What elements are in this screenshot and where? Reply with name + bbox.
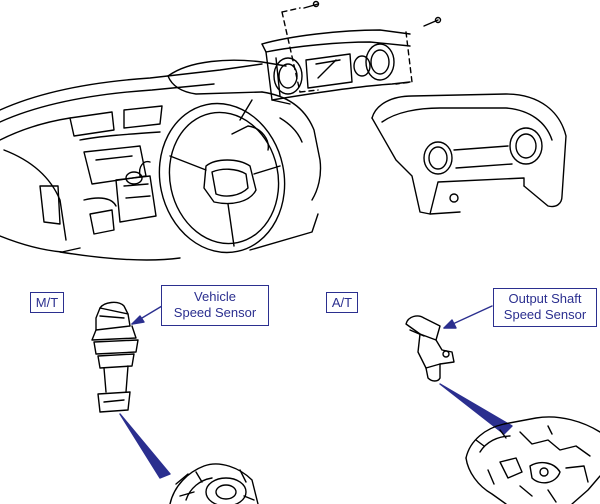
instrument-cluster-illustration (261, 0, 442, 105)
automatic-transmission-illustration (465, 416, 600, 504)
output-shaft-speed-sensor-label-line-2: Speed Sensor (503, 307, 587, 322)
output-shaft-speed-sensor-label-line-1: Output Shaft (508, 291, 582, 306)
cluster-housing-illustration (371, 93, 567, 215)
vehicle-speed-sensor-label: Vehicle Speed Sensor (161, 285, 269, 326)
manual-transmission-illustration (169, 463, 259, 504)
output-shaft-speed-sensor-illustration (405, 305, 513, 435)
vehicle-speed-sensor-label-line-1: Vehicle (194, 289, 236, 304)
output-shaft-speed-sensor-label: Output Shaft Speed Sensor (493, 288, 597, 327)
mt-label-text: M/T (35, 295, 59, 310)
at-label-text: A/T (331, 295, 353, 310)
vehicle-speed-sensor-label-line-2: Speed Sensor (173, 305, 257, 320)
dashboard-illustration (0, 59, 322, 261)
vehicle-speed-sensor-illustration (91, 301, 171, 479)
mt-label: M/T (30, 292, 64, 313)
at-label: A/T (326, 292, 358, 313)
